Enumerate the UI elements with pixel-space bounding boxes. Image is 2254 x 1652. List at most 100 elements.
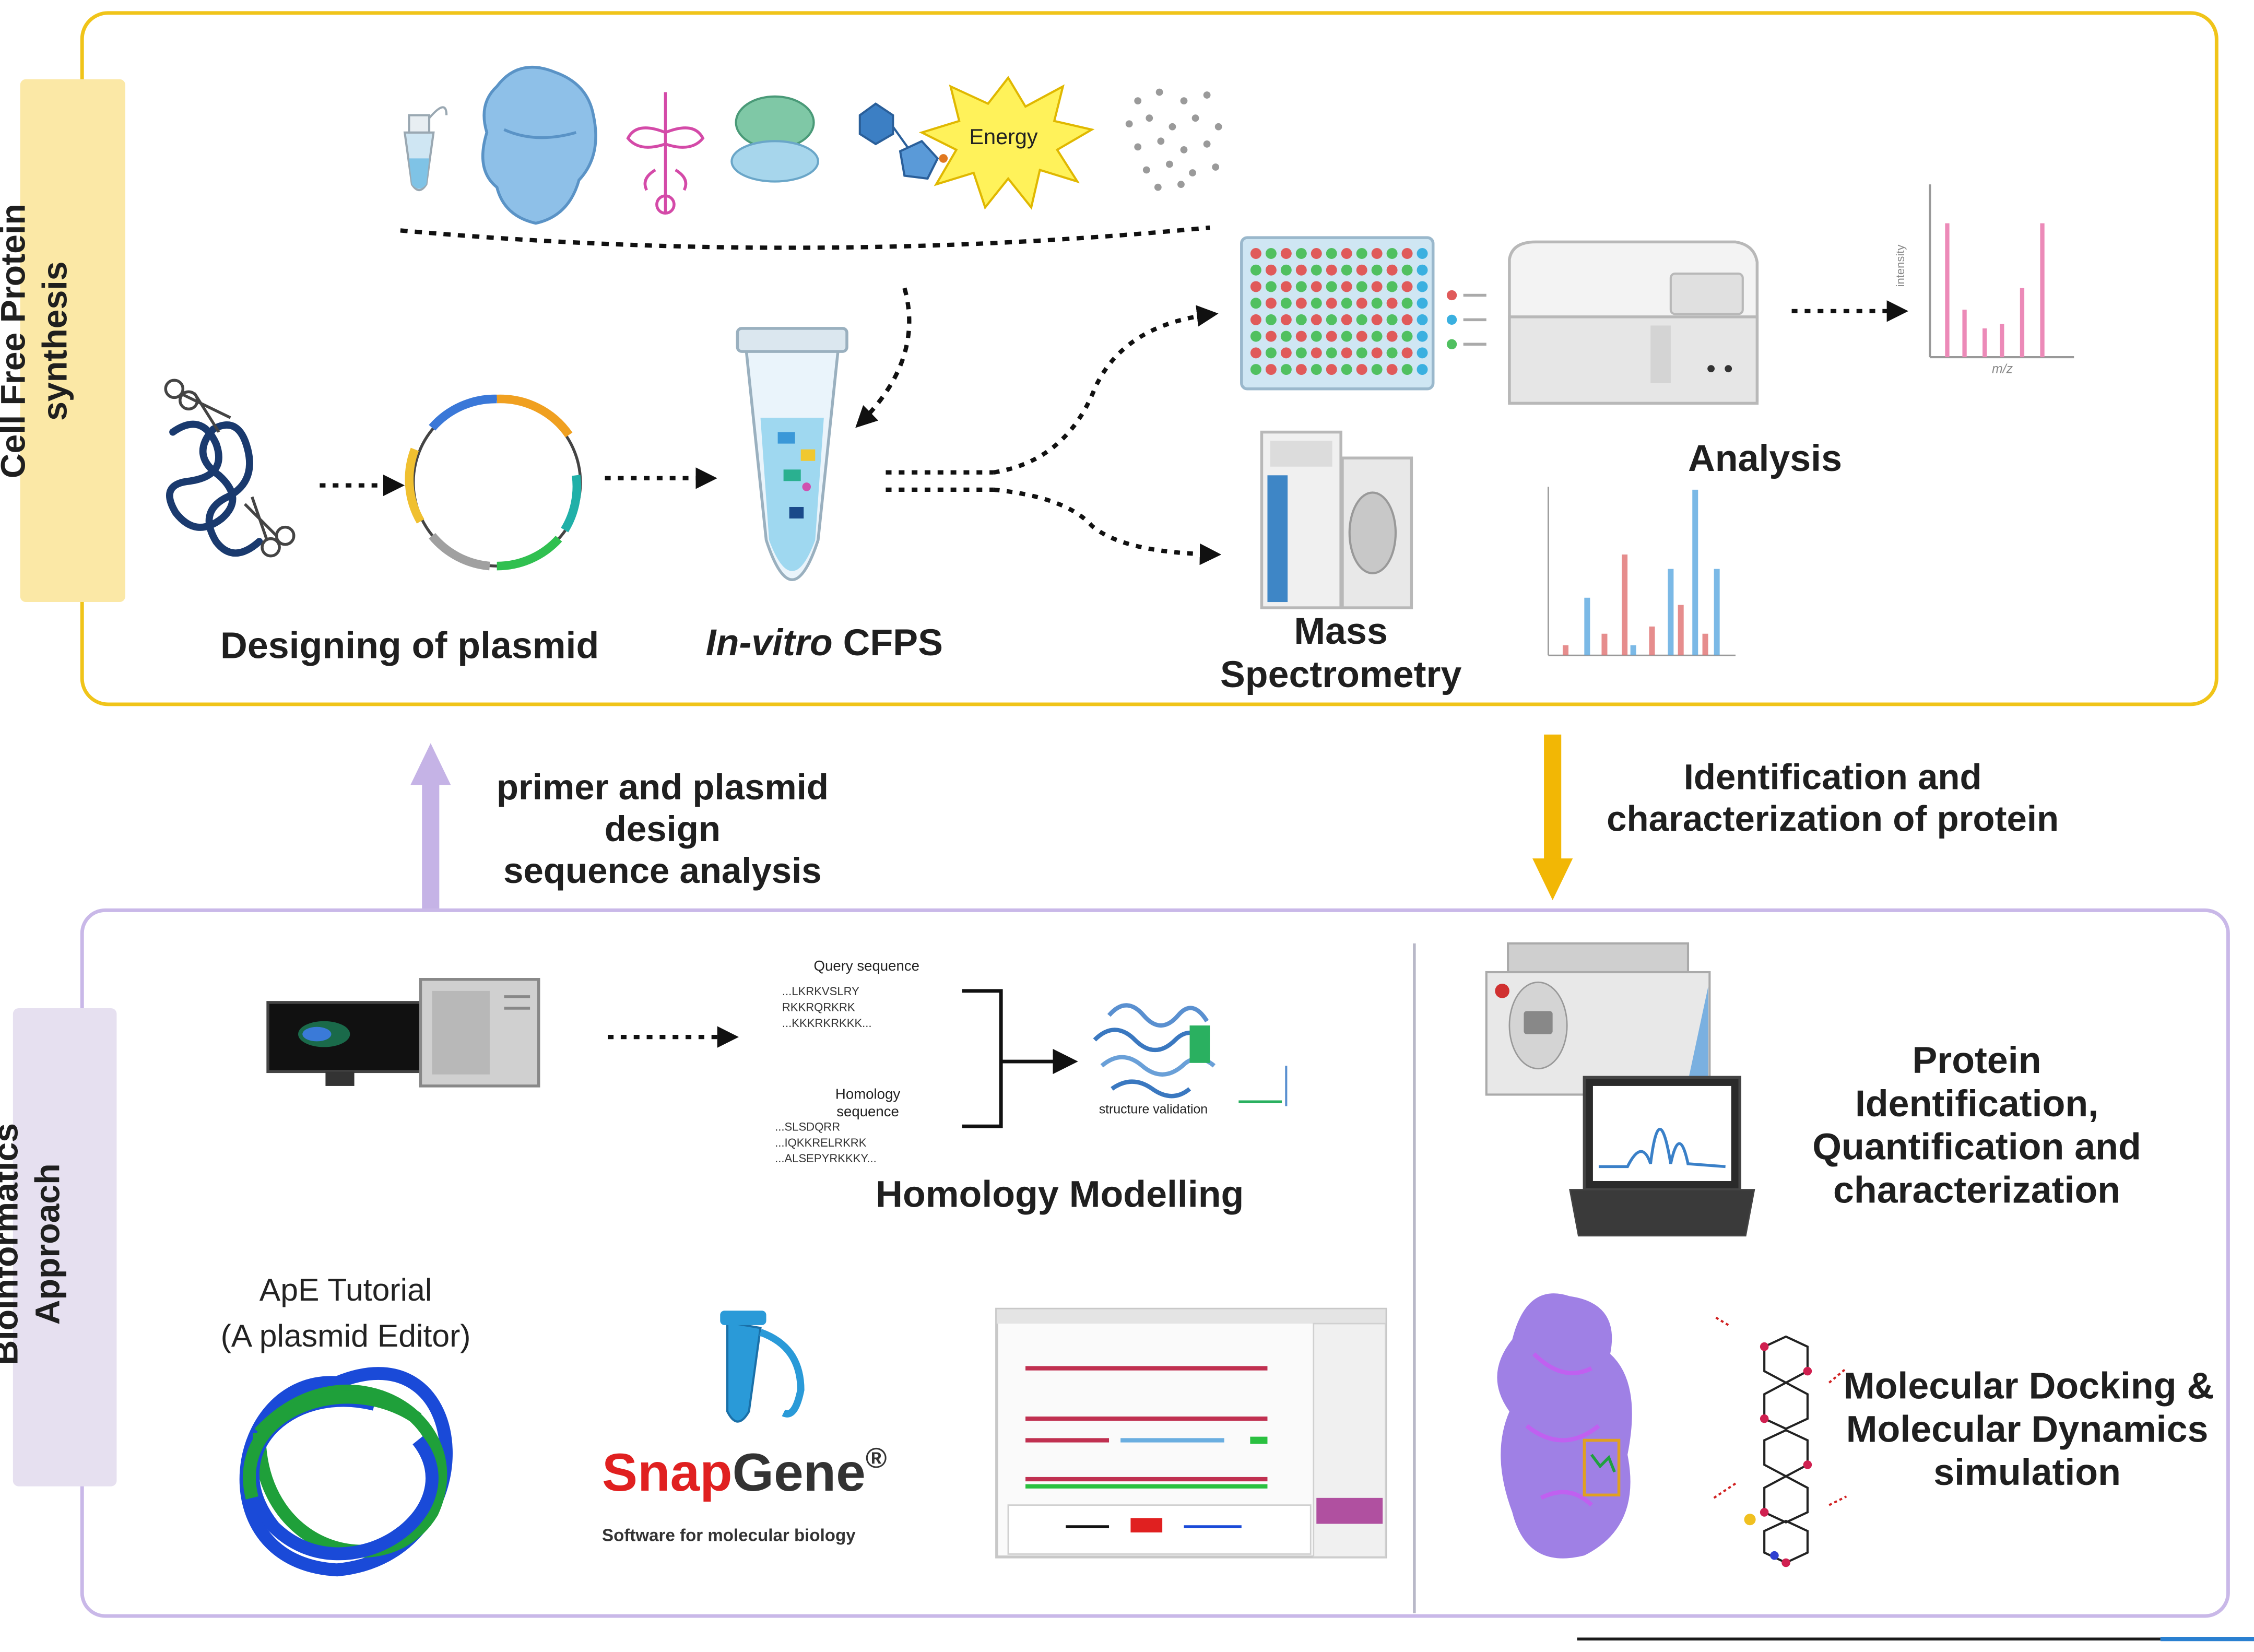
cfps-tube-icon [736, 327, 848, 582]
plate-well [1250, 364, 1261, 375]
spectrum-peak [1584, 597, 1590, 656]
query-sequence-lines: ...LKRKVSLRY RKKRQRKRK ...KKKRKRKKK... [782, 985, 872, 1030]
plate-well [1280, 248, 1292, 259]
ms-spectrum-plot [1548, 487, 1736, 656]
analysis-label: Analysis [1687, 436, 1842, 480]
plate-well [1417, 331, 1428, 342]
plate-well [1401, 248, 1413, 259]
docking-protein-surface-icon [1497, 1293, 1632, 1559]
plate-well [1326, 248, 1337, 259]
plate-well [1356, 298, 1367, 309]
plate-well [1401, 281, 1413, 292]
alignment-bracket [962, 989, 1003, 1128]
plate-well [1250, 248, 1261, 259]
spectrum-peak [1714, 569, 1720, 656]
reagents-dotted-curve [400, 225, 1210, 250]
ribosome-small-icon [730, 95, 819, 183]
plate-well [1280, 314, 1292, 325]
plate-well [1386, 281, 1398, 292]
plate-well [1280, 281, 1292, 292]
spectrum-peak [1702, 633, 1708, 656]
trna-icon [626, 92, 705, 215]
plate-well [1311, 248, 1322, 259]
spectrum-peak [1630, 645, 1636, 656]
top-panel-title: Cell Free Protein synthesis [0, 204, 75, 479]
plate-well [1371, 331, 1383, 342]
homology-structure-icon [1093, 1003, 1288, 1106]
spectrum-peak [1678, 605, 1684, 656]
scissors-icon [164, 379, 296, 558]
plate-well [1280, 331, 1292, 342]
plate-well [1341, 331, 1352, 342]
plate-well [1401, 264, 1413, 276]
reagents-to-tube-arrow [855, 287, 912, 428]
plate-well [1386, 331, 1398, 342]
protein-identification-label: Protein Identification, Quantification a… [1812, 1038, 2141, 1211]
cfps-label: In-vitro CFPS [705, 620, 943, 664]
plate-well [1250, 281, 1261, 292]
plate-well [1401, 331, 1413, 342]
plate-well [1280, 347, 1292, 359]
plate-well [1250, 314, 1261, 325]
plate-well [1341, 347, 1352, 359]
plate-well [1311, 364, 1322, 375]
up-arrow [410, 743, 451, 911]
computer-workstation-icon [266, 978, 540, 1088]
plate-well [1386, 248, 1398, 259]
plate-well [1280, 364, 1292, 375]
plate-well [1386, 364, 1398, 375]
plate-well [1386, 264, 1398, 276]
plate-well [1326, 347, 1337, 359]
plate-well [1356, 331, 1367, 342]
bar-plot-xlabel: m/z [1992, 361, 2013, 376]
plate-well [1417, 347, 1428, 359]
plate-well [1417, 248, 1428, 259]
up-arrow-label: primer and plasmid design sequence analy… [496, 768, 829, 891]
plate-well [1401, 298, 1413, 309]
spectrum-peak [1601, 633, 1608, 656]
tube-to-plate-arrow [993, 305, 1219, 475]
query-sequence-label: Query sequence [813, 959, 920, 975]
ape-plasmid-knot-icon [239, 1367, 453, 1577]
plate-well [1295, 281, 1307, 292]
plate-well [1311, 314, 1322, 325]
snapgene-screenshot-icon [995, 1307, 1387, 1559]
lc-ms-instrument-icon [1485, 942, 1711, 1096]
plate-well [1371, 314, 1383, 325]
plate-well [1386, 347, 1398, 359]
down-arrow [1532, 734, 1573, 901]
plate-well [1386, 314, 1398, 325]
designing-plasmid-label: Designing of plasmid [220, 623, 599, 667]
plate-well [1401, 364, 1413, 375]
plate-well [1356, 264, 1367, 276]
plate-well [1401, 314, 1413, 325]
plate-well [1417, 281, 1428, 292]
plate-well [1401, 347, 1413, 359]
plate-well [1341, 281, 1352, 292]
plate-well [1265, 364, 1277, 375]
energy-burst-icon [918, 76, 1095, 210]
plate-well [1341, 264, 1352, 276]
plate-well [1417, 298, 1428, 309]
plate-well [1386, 298, 1398, 309]
plate-well [1311, 331, 1322, 342]
bottom-panel-title: Bioinformatics Approach [0, 1123, 68, 1365]
analysis-bar-plot [1929, 184, 2074, 359]
plasmid-map-icon [405, 394, 582, 571]
plate-well [1311, 298, 1322, 309]
plate-well [1326, 264, 1337, 276]
tube-small-icon [403, 106, 448, 192]
plate-well [1265, 248, 1277, 259]
plate-well [1280, 264, 1292, 276]
plate-well [1356, 281, 1367, 292]
plate-well [1295, 331, 1307, 342]
plate-well [1265, 331, 1277, 342]
plate-well [1326, 331, 1337, 342]
mass-spectrometer-icon [1260, 430, 1413, 609]
plate-well [1250, 298, 1261, 309]
plate-well [1265, 281, 1277, 292]
plate-well [1326, 314, 1337, 325]
particles-icon [1125, 88, 1222, 191]
plate-well [1417, 364, 1428, 375]
